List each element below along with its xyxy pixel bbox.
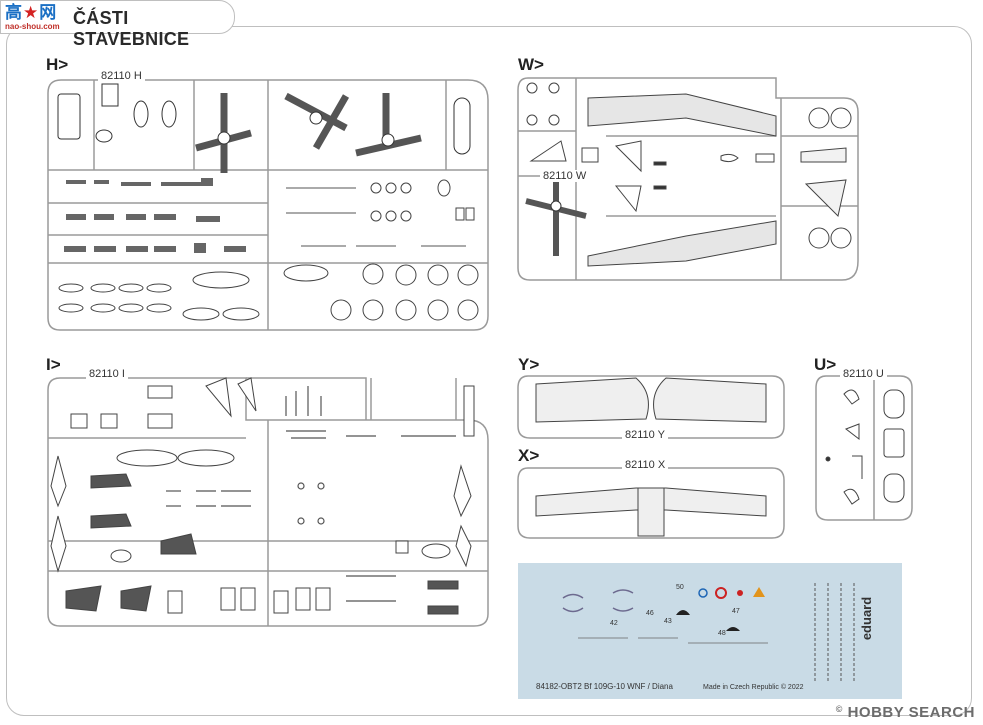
decal-sheet-info: 84182-OBT2 Bf 109G-10 WNF / Diana bbox=[536, 682, 673, 691]
sprue-code-i: 82110 I bbox=[86, 368, 128, 380]
sprue-code-w: 82110 W bbox=[540, 170, 590, 182]
sprue-label-u: U> bbox=[814, 355, 837, 374]
sprue-code-h: 82110 H bbox=[98, 70, 145, 82]
decal-number-42: 42 bbox=[610, 620, 618, 627]
sprue-code-y: 82110 Y bbox=[622, 429, 668, 441]
page-title: ČÁSTI STAVEBNICE bbox=[73, 8, 190, 49]
sprue-label-i: I> bbox=[46, 355, 61, 374]
decal-number-47: 47 bbox=[732, 608, 740, 615]
decal-markings: 50 46 47 48 42 43 bbox=[562, 583, 855, 681]
sprue-i-frame bbox=[47, 377, 489, 627]
sprue-x-frame bbox=[517, 467, 785, 539]
sprue-label-x: X> bbox=[518, 446, 540, 465]
decal-sheet-made: Made in Czech Republic © 2022 bbox=[703, 684, 804, 691]
watermark-text: HOBBY SEARCH bbox=[847, 704, 975, 721]
decal-number-46: 46 bbox=[646, 610, 654, 617]
watermark-mark: © bbox=[835, 704, 843, 714]
sprue-label-w: W> bbox=[518, 55, 544, 74]
decal-brand: eduard bbox=[858, 596, 874, 641]
decal-number-48: 48 bbox=[718, 630, 726, 637]
header-tab: 高★网 nao-shou.com ČÁSTI STAVEBNICE bbox=[0, 0, 235, 49]
site-logo: 高★网 nao-shou.com bbox=[5, 4, 65, 32]
sprue-w-frame bbox=[517, 77, 859, 281]
sprue-u-frame bbox=[815, 375, 913, 521]
sprue-h-frame bbox=[47, 79, 489, 331]
sprue-y-frame bbox=[517, 375, 785, 439]
logo-url: nao-shou.com bbox=[5, 22, 60, 31]
decal-sheet: 50 46 47 48 42 43 84182-OBT2 Bf 109G-10 … bbox=[518, 563, 902, 699]
decal-number-43: 43 bbox=[664, 618, 672, 625]
sprue-code-x: 82110 X bbox=[622, 459, 669, 471]
sprue-label-y: Y> bbox=[518, 355, 540, 374]
page-frame bbox=[6, 26, 972, 716]
sprue-label-h: H> bbox=[46, 55, 69, 74]
hobby-search-watermark: © HOBBY SEARCH bbox=[836, 704, 975, 721]
sprue-code-u: 82110 U bbox=[840, 368, 887, 380]
decal-number-50: 50 bbox=[676, 584, 684, 591]
